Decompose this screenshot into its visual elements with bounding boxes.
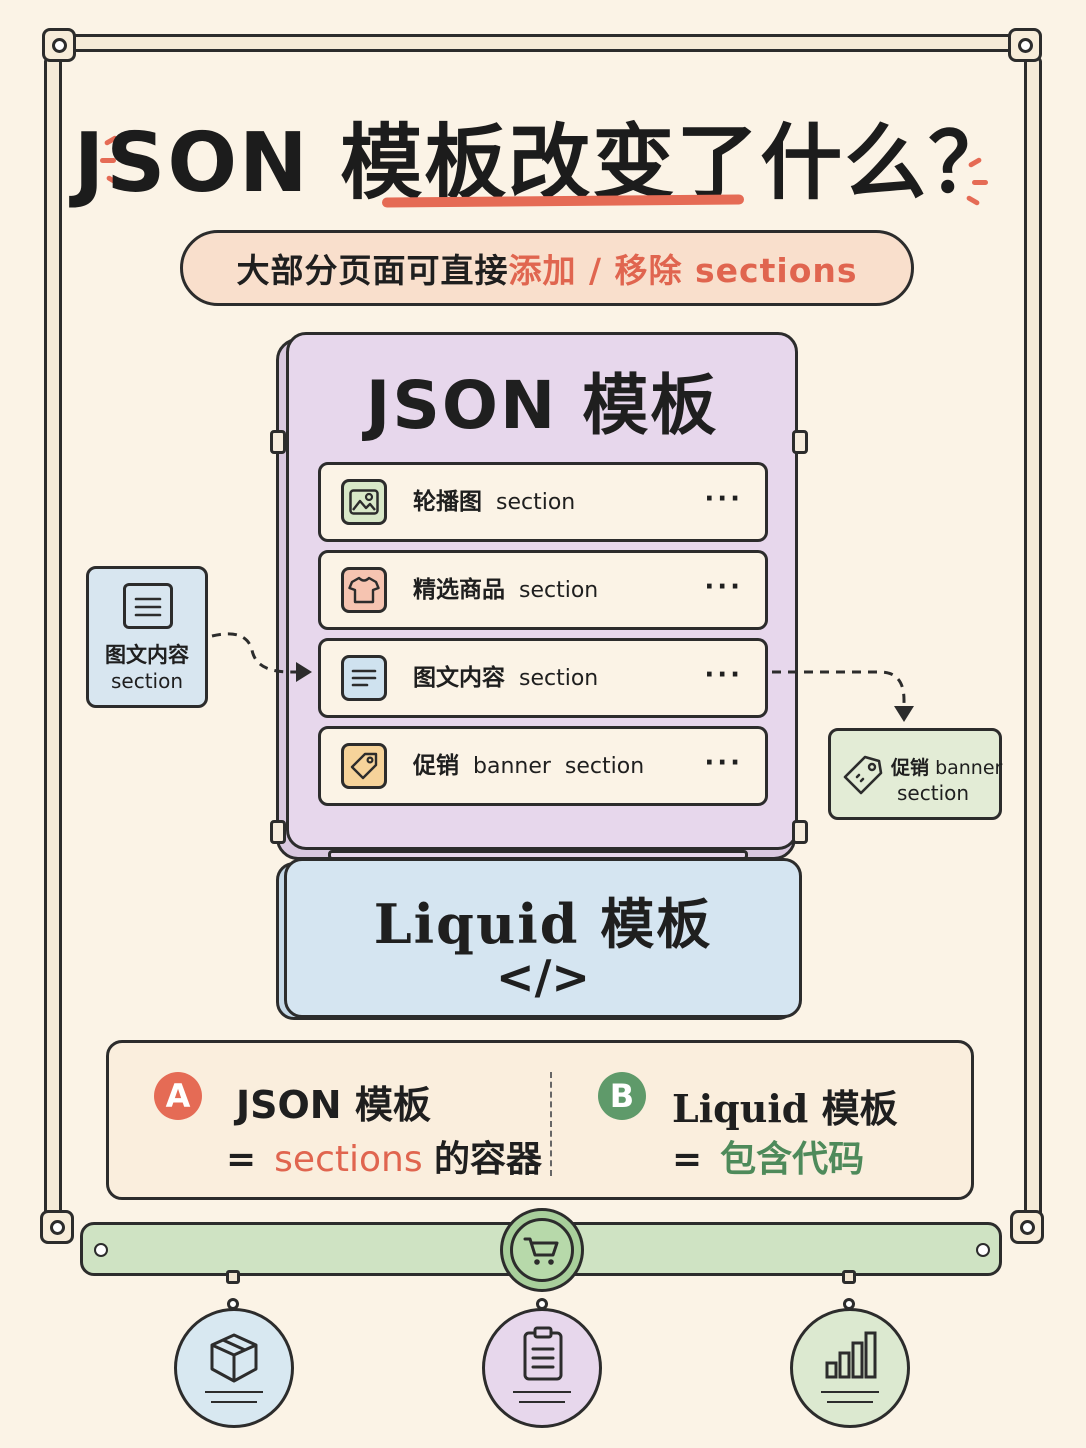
box-icon (210, 1333, 258, 1383)
tag-icon (841, 753, 885, 797)
bar-chart-icon (825, 1331, 877, 1379)
remove-card-title: 促销 banner (891, 757, 1003, 779)
pendant-underline (821, 1391, 879, 1393)
frame-corner-bolt (40, 1210, 74, 1244)
title-spark (100, 158, 116, 163)
add-arrowhead (296, 662, 312, 682)
pendant-underline (519, 1401, 565, 1403)
more-options-icon[interactable]: ··· (704, 660, 743, 690)
legend-box (106, 1040, 974, 1200)
legend-a-heading: JSON 模板 (236, 1083, 431, 1127)
pendant-hook (842, 1270, 856, 1284)
frame-corner-bolt (42, 28, 76, 62)
more-options-icon[interactable]: ··· (704, 484, 743, 514)
analytics-pendant[interactable] (790, 1308, 910, 1428)
add-card-title: 图文内容 (105, 643, 189, 667)
panel-clip (270, 430, 286, 454)
box-pendant[interactable] (174, 1308, 294, 1428)
subtitle-pill: 大部分页面可直接添加 / 移除 sections (180, 230, 914, 306)
legend-a-definition: =sections 的容器 (226, 1139, 543, 1180)
legend-b-definition: =包含代码 (672, 1139, 865, 1180)
rail-screw (94, 1243, 108, 1257)
code-icon: </> (496, 950, 590, 1004)
frame-corner-bolt (1010, 1210, 1044, 1244)
liquid-template-panel (284, 858, 802, 1018)
title-spark (972, 180, 988, 185)
legend-b-heading: Liquid 模板 (672, 1086, 898, 1131)
panel-clip (792, 430, 808, 454)
more-options-icon[interactable]: ··· (704, 572, 743, 602)
add-arrow (211, 632, 300, 674)
pendant-hook (226, 1270, 240, 1284)
subtitle-text: 大部分页面可直接 (236, 251, 509, 290)
rail-screw (976, 1243, 990, 1257)
tshirt-icon (341, 567, 387, 613)
subtitle-accent-text: 添加 / 移除 sections (508, 251, 858, 290)
badge-a: A (154, 1072, 202, 1120)
page-title: JSON 模板改变了什么？ (73, 116, 1013, 211)
panel-clip (270, 820, 286, 844)
pendant-underline (211, 1401, 257, 1403)
liquid-template-title: Liquid 模板 (373, 892, 713, 956)
text-block-icon (123, 583, 173, 629)
panel-clip (792, 820, 808, 844)
pendant-underline (513, 1391, 571, 1393)
remove-section-card[interactable]: 促销 banner section (828, 728, 1002, 820)
legend-divider (550, 1072, 552, 1176)
add-card-subtitle: section (110, 669, 184, 693)
pendant-underline (205, 1391, 263, 1393)
badge-b: B (598, 1072, 646, 1120)
remove-arrow (772, 670, 906, 708)
frame-corner-bolt (1008, 28, 1042, 62)
json-template-title: JSON 模板 (365, 367, 719, 444)
more-options-icon[interactable]: ··· (704, 748, 743, 778)
tag-icon (341, 743, 387, 789)
clipboard-icon (523, 1326, 563, 1381)
image-icon (341, 479, 387, 525)
remove-card-subtitle: section (897, 781, 970, 805)
cart-icon (510, 1218, 574, 1282)
remove-arrowhead (894, 706, 914, 722)
pendant-underline (827, 1401, 873, 1403)
text-block-icon (341, 655, 387, 701)
add-section-card[interactable]: 图文内容 section (86, 566, 208, 708)
clipboard-pendant[interactable] (482, 1308, 602, 1428)
